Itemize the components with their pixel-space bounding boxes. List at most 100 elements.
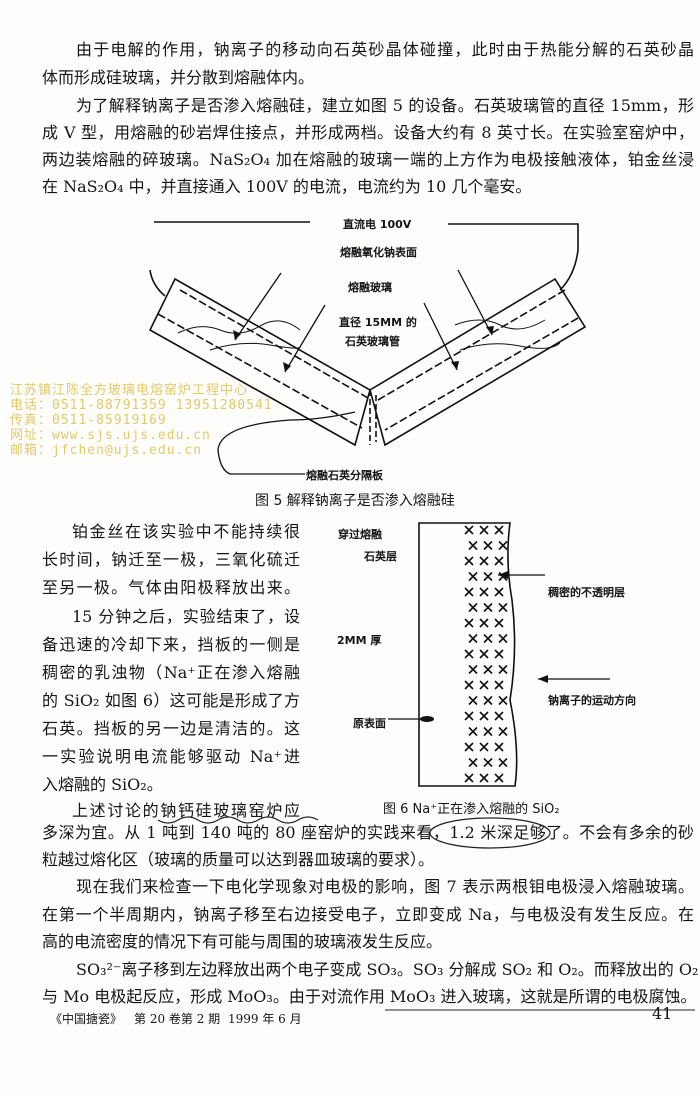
- figure-6-label: 钠离子的运动方向: [548, 694, 636, 707]
- x-mark: [494, 680, 504, 690]
- x-mark: [479, 711, 489, 721]
- watermark-line: 邮箱：jfchen@ujs.edu.cn: [10, 443, 203, 458]
- body-text-line: 石英。挡板的另一边是清洁的。这: [42, 719, 300, 738]
- body-text-line: 的 SiO₂ 如图 6）这可能是形成了方: [42, 691, 300, 710]
- body-text-line: 体而形成硅玻璃，并分散到熔融体内。: [42, 68, 315, 87]
- x-mark: [479, 773, 489, 783]
- x-mark: [479, 618, 489, 628]
- x-mark: [498, 602, 508, 613]
- body-text-line: 为了解释钠离子是否渗入熔融硅，建立如图 5 的设备。石英玻璃管的直径 15mm，…: [76, 96, 694, 115]
- figure-5-label: 熔融玻璃: [348, 281, 392, 294]
- body-text-line: 由于电解的作用，钠离子的移动向石英砂晶体碰撞，此时由于热能分解的石英砂晶: [76, 40, 694, 59]
- x-mark: [468, 571, 478, 582]
- x-mark: [498, 757, 508, 768]
- x-mark: [464, 525, 474, 535]
- x-mark: [464, 556, 474, 566]
- body-text-line: 在 NaS₂O₄ 中，并直接通入 100V 的电流，电流约为 10 几个毫安。: [42, 177, 532, 196]
- figure-6-label: 2MM 厚: [337, 634, 382, 647]
- x-mark: [498, 540, 508, 551]
- body-text-line: 粒越过熔化区（玻璃的质量可以达到器皿玻璃的要求）。: [42, 850, 435, 869]
- x-mark: [494, 525, 504, 535]
- figure-6-diagram: [388, 522, 610, 787]
- figure-5-diagram: [148, 221, 587, 475]
- body-text-line: 至另一极。气体由阳极释放出来。: [42, 578, 300, 597]
- figure-5-caption: 图 5 解释钠离子是否渗入熔融硅: [255, 493, 455, 509]
- x-mark: [494, 649, 504, 659]
- x-mark: [464, 618, 474, 628]
- x-mark: [479, 525, 489, 535]
- figure-5-label: 直径 15MM 的: [339, 316, 417, 329]
- x-mark: [483, 633, 493, 644]
- figure-5-label: 石英玻璃管: [345, 335, 400, 348]
- x-mark: [498, 633, 508, 644]
- page-number: 41: [652, 1004, 673, 1023]
- body-text-line: 15 分钟之后，实验结束了，设: [72, 607, 300, 626]
- x-mark: [479, 742, 489, 752]
- x-mark: [479, 680, 489, 690]
- x-mark: [464, 649, 474, 659]
- x-mark: [494, 556, 504, 566]
- body-text-line: 入熔融的 SiO₂。: [42, 775, 163, 794]
- body-text-line: 现在我们来检查一下电化学现象对电极的影响，图 7 表示两根钼电极浸入熔融玻璃。: [76, 877, 694, 896]
- watermark-line: 传真：0511-85919169: [10, 413, 167, 428]
- x-mark: [468, 726, 478, 737]
- x-mark: [498, 571, 508, 582]
- figure-6-label: 原表面: [353, 717, 386, 730]
- body-text-line: 成 V 型，用熔融的砂岩焊住接点，并形成两档。设备大约有 8 英寸长。在实验室窑…: [42, 123, 694, 142]
- x-mark: [483, 602, 493, 613]
- x-mark: [479, 649, 489, 659]
- x-mark: [464, 773, 474, 783]
- x-mark: [483, 757, 493, 768]
- body-text-line: 高的电流密度的情况下有可能与周围的玻璃液发生反应。: [42, 932, 443, 951]
- x-mark: [494, 742, 504, 752]
- body-text-line: 备迅速的冷却下来，挡板的一侧是: [42, 635, 300, 654]
- body-text-line: 铂金丝在该实验中不能持续很: [72, 522, 300, 541]
- x-mark: [483, 726, 493, 737]
- figure-6-label: 石英层: [364, 550, 397, 563]
- figure-6-label: 稠密的不透明层: [548, 586, 625, 599]
- body-text-line: 稠密的乳浊物（Na⁺正在渗入熔融: [42, 663, 300, 682]
- footer-issue: 第 20 卷第 2 期: [134, 1012, 221, 1026]
- x-mark: [494, 587, 504, 597]
- x-mark: [494, 711, 504, 721]
- x-mark: [483, 664, 493, 675]
- x-mark: [468, 664, 478, 675]
- x-mark: [479, 587, 489, 597]
- x-mark: [468, 633, 478, 644]
- body-text-line: 上述讨论的钠钙硅玻璃窑炉应: [72, 801, 300, 820]
- body-text-line: 长时间，钠迁至一极，三氧化硫迁: [42, 550, 300, 569]
- x-mark: [483, 571, 493, 582]
- footer-date: 1999 年 6 月: [228, 1012, 302, 1026]
- x-mark: [494, 773, 504, 783]
- x-mark: [494, 618, 504, 628]
- body-text-line: SO₃²⁻离子移到左边释放出两个电子变成 SO₃。SO₃ 分解成 SO₂ 和 O…: [76, 960, 699, 979]
- figure-5-label: 熔融石英分隔板: [306, 469, 383, 482]
- x-mark: [468, 540, 478, 551]
- body-text-line: 两边装熔融的碎玻璃。NaS₂O₄ 加在熔融的玻璃一端的上方作为电极接触液体，铂金…: [42, 150, 694, 169]
- body-text-line: 在第一个半周期内，钠离子移至右边接受电子，立即变成 Na，与电极没有发生反应。在: [42, 905, 694, 924]
- x-mark: [464, 680, 474, 690]
- figure-6-label: 穿过熔融: [338, 528, 382, 541]
- x-mark: [483, 695, 493, 706]
- body-text-line: 多深为宜。从 1 吨到 140 吨的 80 座窑炉的实践来看，1.2 米深足够了…: [42, 823, 694, 842]
- body-text-line: 与 Mo 电极起反应，形成 MoO₃。由于对流作用 MoO₃ 进入玻璃，这就是所…: [42, 987, 697, 1006]
- x-mark: [479, 556, 489, 566]
- x-mark: [498, 695, 508, 706]
- watermark-line: 江苏镇江陈全方玻璃电熔窑炉工程中心: [10, 383, 249, 398]
- x-mark: [464, 742, 474, 752]
- figure-6-caption: 图 6 Na⁺正在渗入熔融的 SiO₂: [383, 802, 560, 817]
- body-text-line: 一实验说明电流能够驱动 Na⁺进: [42, 747, 300, 766]
- x-mark: [468, 602, 478, 613]
- watermark-line: 网址：www.sjs.ujs.edu.cn: [10, 428, 211, 443]
- x-mark: [464, 587, 474, 597]
- x-mark: [498, 664, 508, 675]
- figure-5-label: 熔融氧化钠表面: [340, 246, 417, 259]
- x-mark: [468, 757, 478, 768]
- x-mark: [468, 695, 478, 706]
- watermark-line: 电话：0511-88791359 13951280541: [10, 398, 273, 413]
- x-mark: [498, 726, 508, 737]
- x-mark: [483, 540, 493, 551]
- footer-journal: 《中国搪瓷》: [50, 1012, 123, 1026]
- x-mark: [464, 711, 474, 721]
